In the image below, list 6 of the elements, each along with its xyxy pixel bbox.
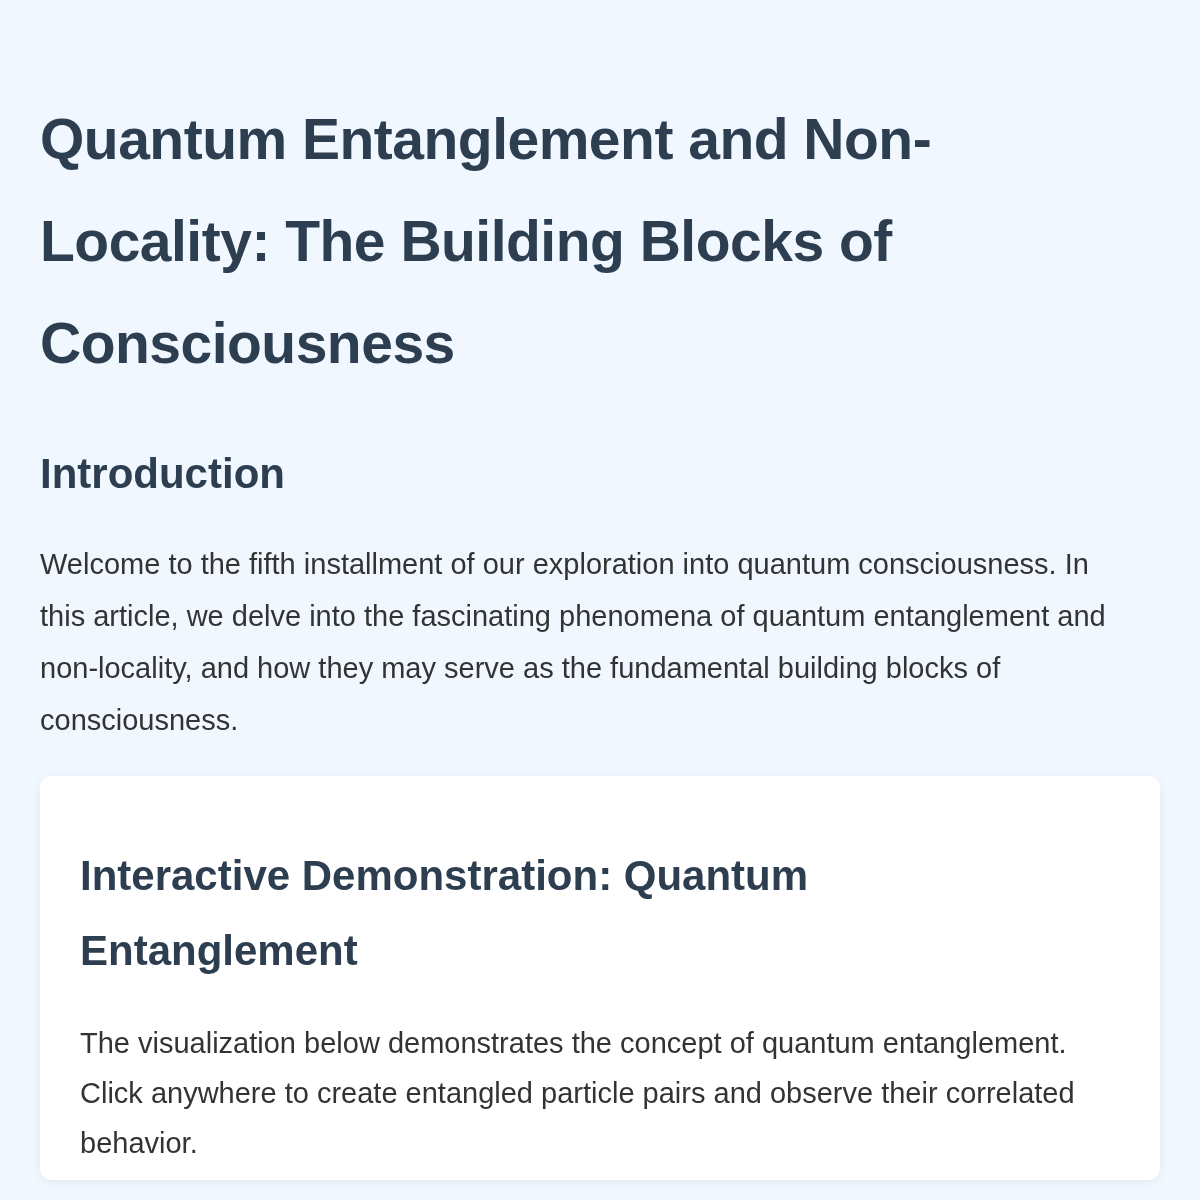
intro-paragraph: Welcome to the fifth installment of our exploration into quantum consciousness. In this article, we delve into the fascinating phenomena of quantum entanglement and non-locality, and how they may serve as the fundamental building blocks of consciousness. bbox=[40, 547, 1107, 738]
page-title: Quantum Entanglement and Non-Locality: The Building Blocks of Consciousness bbox=[40, 106, 933, 377]
card-description: The visualization below demonstrates the concept of quantum entanglement. Click anywhere to create entangled particle pairs and observe their correlated behavior. bbox=[80, 1026, 1076, 1161]
demo-card bbox=[40, 776, 1160, 1180]
section-heading: Introduction bbox=[40, 449, 285, 499]
card-heading: Interactive Demonstration: Quantum Entanglement bbox=[80, 851, 810, 976]
